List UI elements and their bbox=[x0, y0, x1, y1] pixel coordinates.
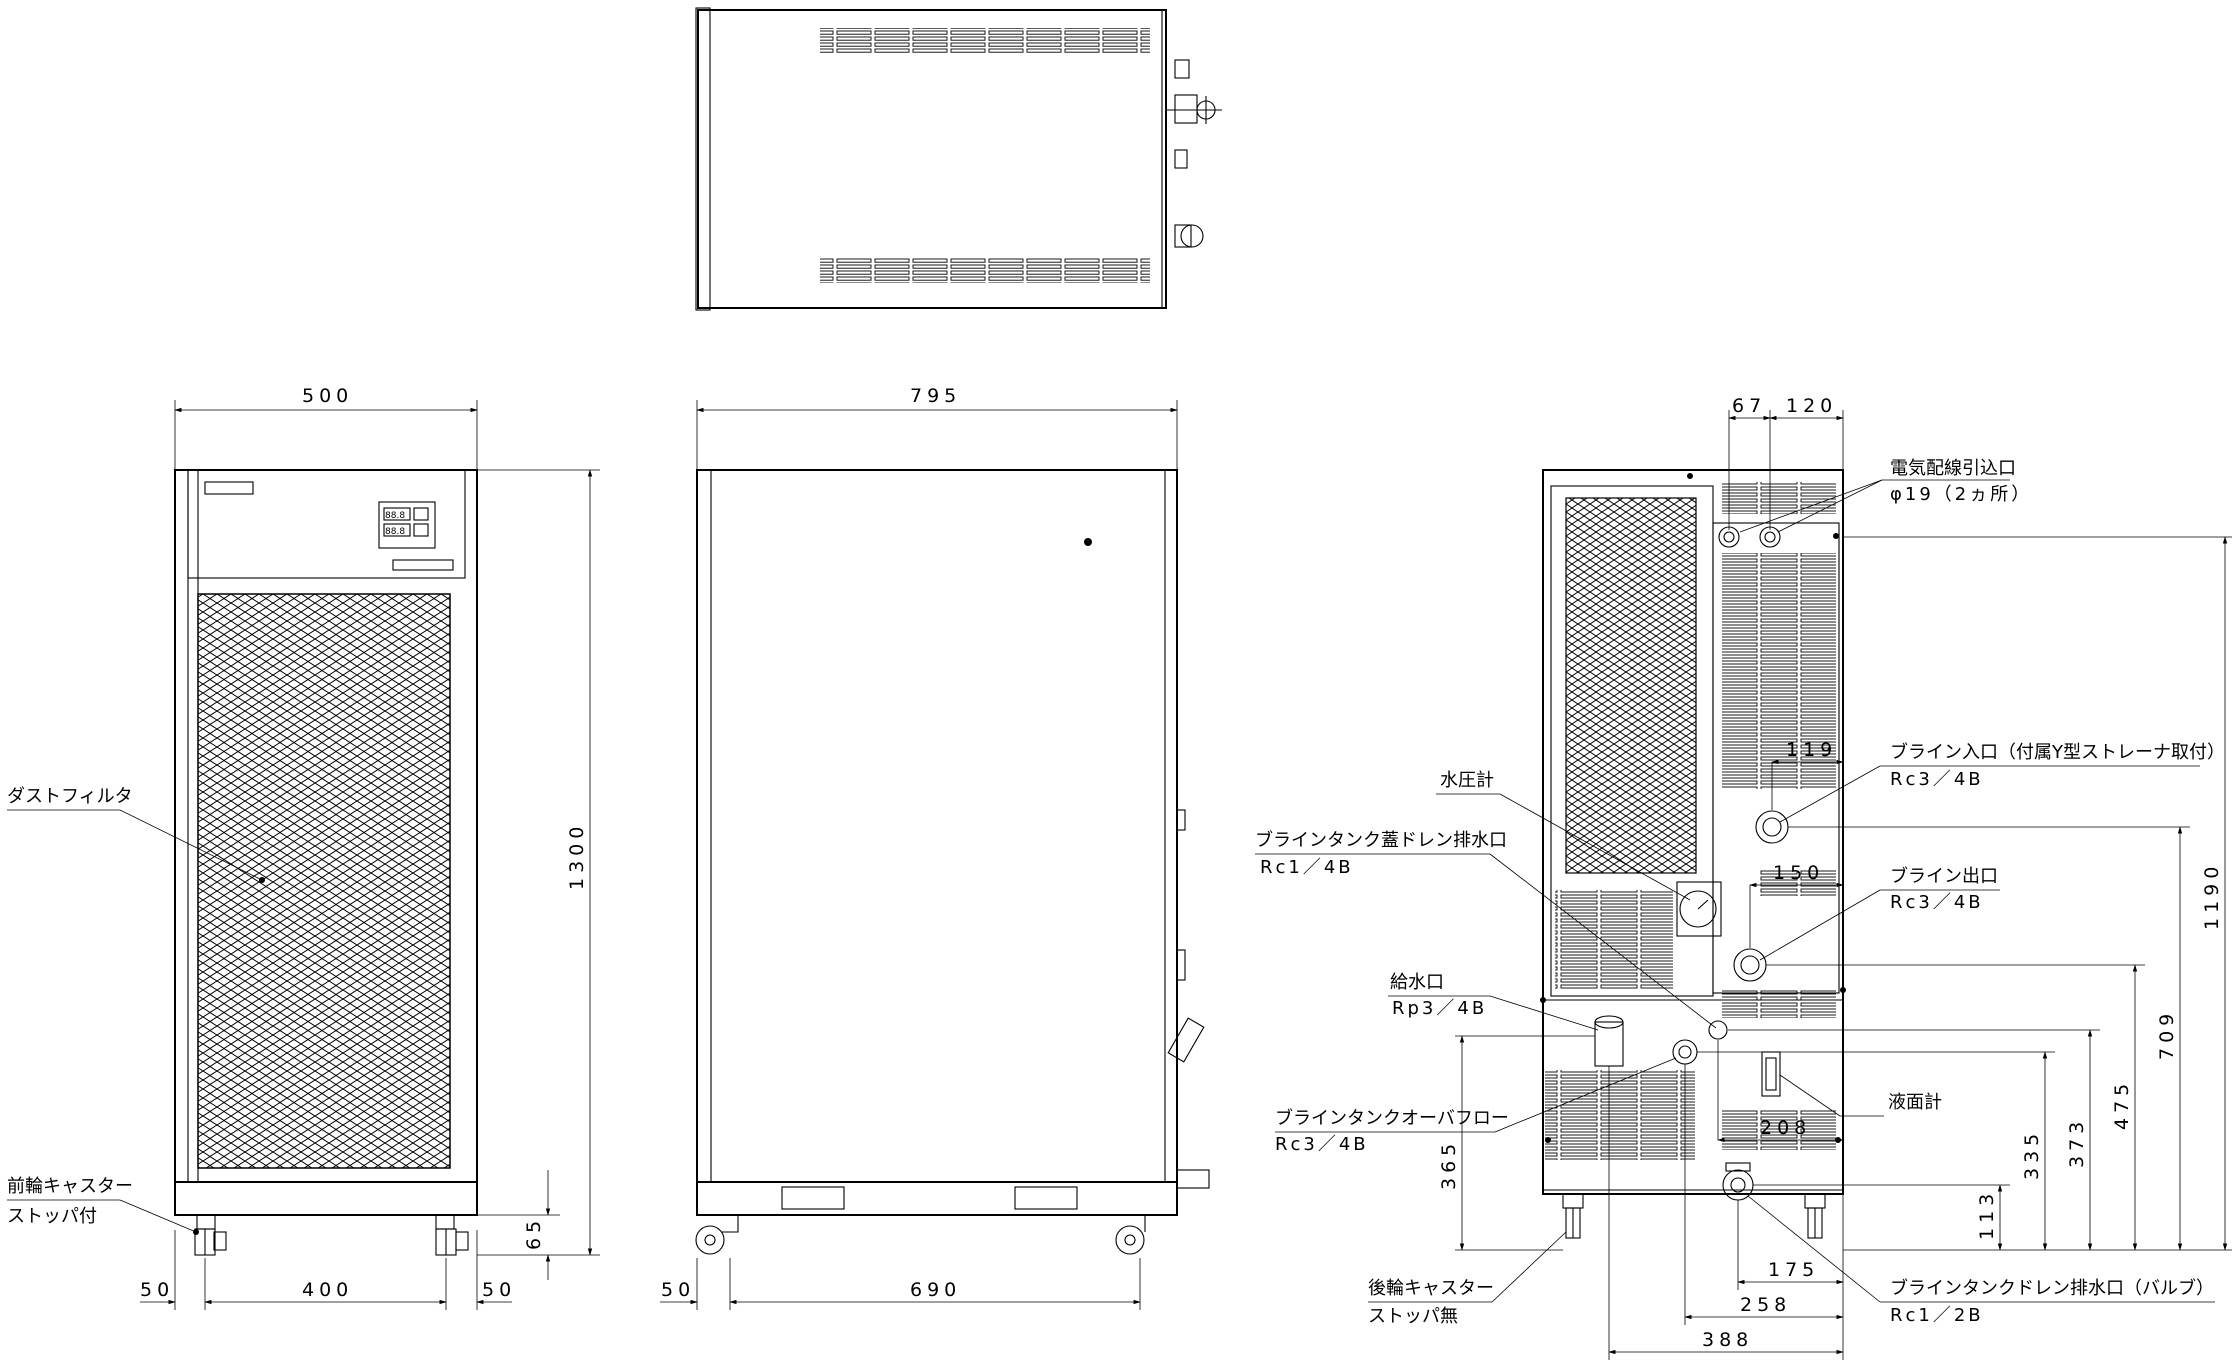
dim-front-50-right: 50 bbox=[482, 1279, 516, 1301]
label-dust-filter: ダストフィルタ bbox=[7, 786, 133, 807]
label-rear-caster-1: 後輪キャスター bbox=[1368, 1278, 1494, 1299]
label-water-pressure-gauge: 水圧計 bbox=[1440, 770, 1494, 791]
dim-length-795: 795 bbox=[910, 385, 961, 407]
dim-rear-709: 709 bbox=[2156, 1009, 2178, 1060]
label-electric-inlet-spec: φ19（2ヵ所） bbox=[1890, 484, 2032, 505]
label-water-supply: 給水口 bbox=[1390, 972, 1444, 993]
dim-rear-365: 365 bbox=[1438, 1139, 1460, 1190]
dim-rear-475: 475 bbox=[2111, 1079, 2133, 1130]
dim-rear-258: 258 bbox=[1740, 1294, 1791, 1316]
label-water-supply-spec: Rp3／4B bbox=[1392, 998, 1487, 1019]
label-tank-lid-drain: ブラインタンク蓋ドレン排水口 bbox=[1255, 829, 1507, 851]
label-tank-drain-spec: Rc1／2B bbox=[1890, 1305, 1984, 1326]
display-bottom: 88.8 bbox=[385, 527, 405, 537]
dim-rear-119: 119 bbox=[1786, 739, 1837, 761]
label-tank-overflow-spec: Rc3／4B bbox=[1275, 1134, 1369, 1155]
label-brine-outlet: ブライン出口 bbox=[1890, 865, 1998, 887]
dim-rear-335: 335 bbox=[2021, 1129, 2043, 1180]
dim-front-400: 400 bbox=[302, 1279, 353, 1301]
front-view: 500 88.8 88.8 bbox=[7, 385, 516, 1310]
label-front-caster-2: ストッパ付 bbox=[7, 1206, 97, 1227]
dim-caster-65: 65 bbox=[523, 1216, 545, 1250]
dim-height-1300: 1300 bbox=[566, 822, 588, 890]
rear-view: 67 120 119 150 208 175 258 388 1190 709 bbox=[1255, 395, 2232, 1360]
dim-rear-1190: 1190 bbox=[2201, 862, 2223, 930]
label-brine-outlet-spec: Rc3／4B bbox=[1890, 892, 1984, 913]
dim-rear-388: 388 bbox=[1702, 1329, 1753, 1351]
front-caster-right bbox=[435, 1214, 469, 1256]
front-caster-left bbox=[194, 1214, 227, 1256]
label-level-gauge: 液面計 bbox=[1888, 1092, 1942, 1113]
label-brine-inlet: ブライン入口（付属Y型ストレーナ取付） bbox=[1890, 741, 2225, 763]
dim-front-50-left: 50 bbox=[140, 1279, 174, 1301]
label-electric-inlet: 電気配線引込口 bbox=[1890, 458, 2016, 479]
dim-side-50: 50 bbox=[661, 1279, 695, 1301]
side-view: 795 50 690 bbox=[660, 385, 1210, 1310]
display-top: 88.8 bbox=[385, 511, 405, 521]
dust-filter-mesh bbox=[197, 593, 451, 1169]
label-rear-caster-2: ストッパ無 bbox=[1368, 1306, 1458, 1327]
dim-side-690: 690 bbox=[910, 1279, 961, 1301]
label-tank-drain: ブラインタンクドレン排水口（バルブ） bbox=[1890, 1277, 2214, 1299]
dim-width-500: 500 bbox=[302, 385, 353, 407]
dim-rear-208: 208 bbox=[1760, 1117, 1811, 1139]
dim-rear-150: 150 bbox=[1773, 862, 1824, 884]
label-tank-lid-drain-spec: Rc1／4B bbox=[1260, 857, 1354, 878]
label-brine-inlet-spec: Rc3／4B bbox=[1890, 769, 1984, 790]
dim-rear-373: 373 bbox=[2066, 1117, 2088, 1168]
dim-rear-113: 113 bbox=[1976, 1189, 1998, 1240]
dim-rear-67: 67 bbox=[1732, 395, 1766, 417]
height-dimensions: 1300 65 bbox=[477, 469, 600, 1280]
top-view bbox=[695, 7, 1222, 311]
dim-rear-175: 175 bbox=[1768, 1259, 1819, 1281]
label-tank-overflow: ブラインタンクオーバフロー bbox=[1275, 1107, 1509, 1129]
label-front-caster-1: 前輪キャスター bbox=[7, 1176, 133, 1197]
dim-rear-120: 120 bbox=[1786, 395, 1837, 417]
